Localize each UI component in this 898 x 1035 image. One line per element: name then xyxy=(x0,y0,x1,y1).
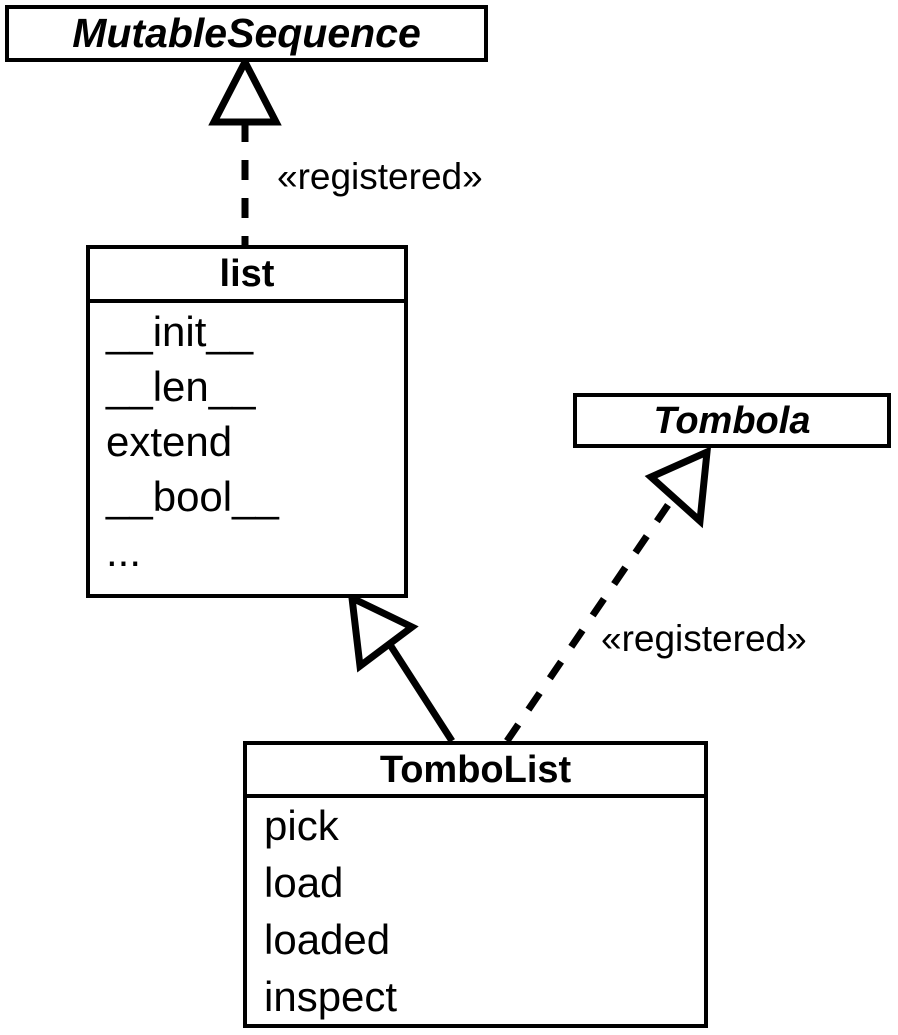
member-item: extend xyxy=(106,418,233,465)
member-item: inspect xyxy=(264,973,398,1020)
relation-tombolist-registers-tombola xyxy=(504,446,712,743)
solid-connector-line xyxy=(384,638,455,743)
member-item: load xyxy=(264,859,344,906)
hollow-triangle-arrowhead xyxy=(644,446,712,529)
member-item: __init__ xyxy=(106,308,254,355)
class-name-tombolist: TomboList xyxy=(379,748,572,791)
member-item: __len__ xyxy=(106,363,256,410)
hollow-triangle-arrowhead xyxy=(208,54,282,126)
hollow-triangle-arrowhead xyxy=(347,592,419,673)
class-name-mutablesequence: MutableSequence xyxy=(72,10,421,56)
class-header-tombolist: TomboList xyxy=(247,745,704,798)
relation-tombolist-inherits-list xyxy=(347,592,455,743)
member-item: __bool__ xyxy=(106,473,279,520)
member-list-tombolist: pick load loaded inspect xyxy=(247,798,704,1018)
member-list-list: __init__ __len__ extend __bool__ ... xyxy=(90,303,404,573)
class-box-mutablesequence[interactable]: MutableSequence xyxy=(5,5,488,62)
relation-list-registers-mutablesequence xyxy=(208,54,282,245)
class-box-tombolist[interactable]: TomboList pick load loaded inspect xyxy=(243,741,708,1028)
stereotype-label-registered-top: «registered» xyxy=(277,156,483,197)
member-item-ellipsis: ... xyxy=(106,528,142,575)
stereotype-label-registered-right: «registered» xyxy=(601,618,807,659)
class-header-list: list xyxy=(90,249,404,303)
member-item: loaded xyxy=(264,916,391,963)
class-name-tombola: Tombola xyxy=(653,399,811,442)
class-name-list: list xyxy=(219,253,275,295)
member-item: pick xyxy=(264,802,339,849)
class-box-tombola[interactable]: Tombola xyxy=(573,393,891,448)
class-box-list[interactable]: list __init__ __len__ extend __bool__ ..… xyxy=(86,245,408,598)
